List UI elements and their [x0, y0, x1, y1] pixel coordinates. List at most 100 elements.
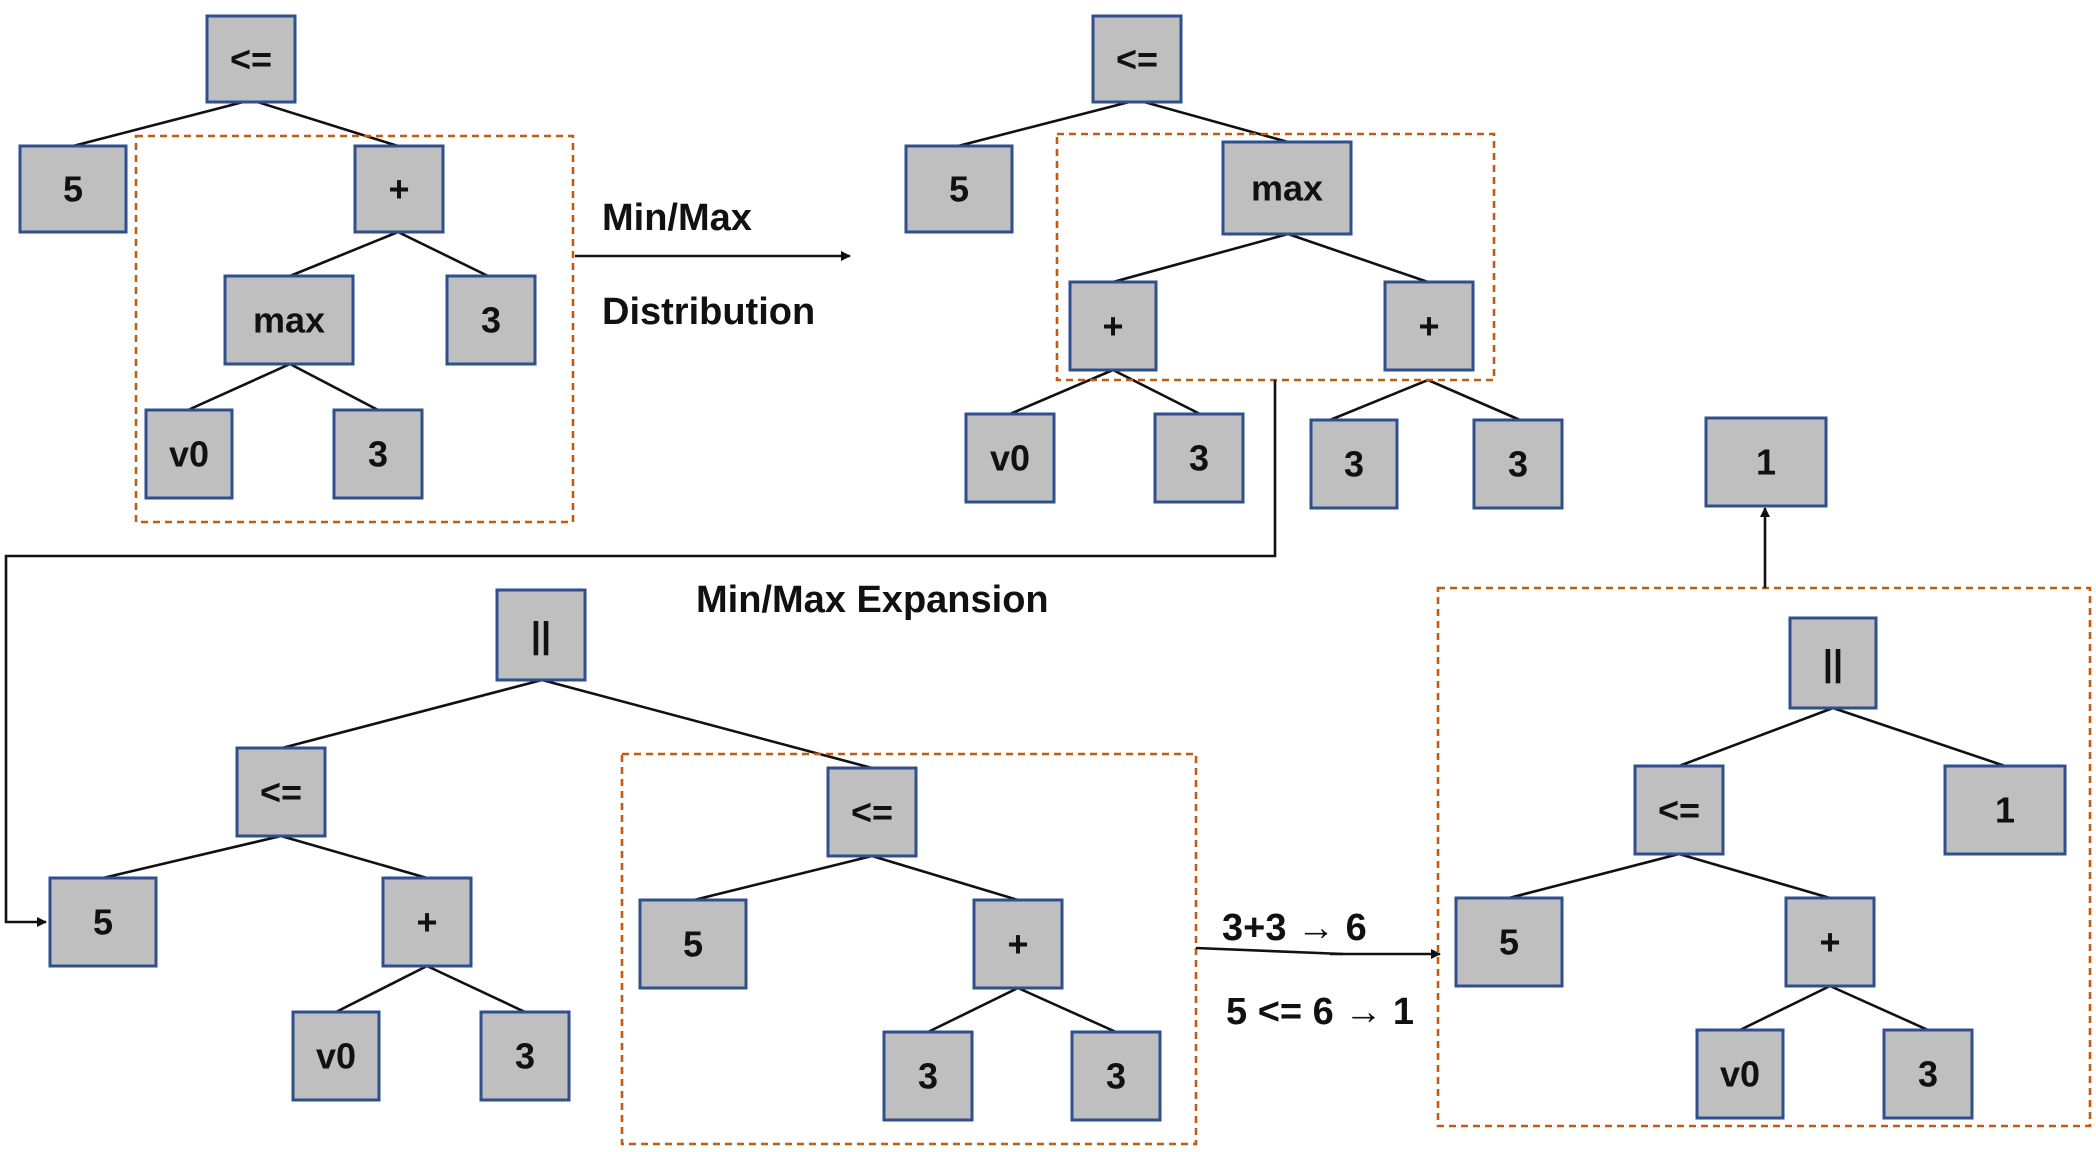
- tree-3: || <= 5 + v0 3 <= 5: [48, 588, 1198, 1146]
- node-le: <=: [826, 766, 918, 858]
- step-label-line2: 5 <= 6 → 1: [1226, 991, 1414, 1033]
- highlight-box: [134, 134, 575, 524]
- node-5: 5: [904, 144, 1014, 234]
- node-result: 1: [1704, 416, 1828, 508]
- step-label-line1: 3+3 → 6: [1222, 907, 1367, 949]
- node-plus: +: [972, 898, 1064, 990]
- node-3: 3: [445, 274, 537, 366]
- edge: [1136, 98, 1289, 144]
- edge: [335, 964, 428, 1014]
- svg-text:3: 3: [1189, 438, 1209, 479]
- svg-text:5: 5: [683, 924, 703, 965]
- node-plus: +: [353, 144, 445, 234]
- svg-text:3: 3: [1344, 444, 1364, 485]
- tree-1: <= 5 + max 3 v0 3: [18, 14, 575, 524]
- node-plus: +: [1383, 280, 1475, 372]
- edge: [289, 230, 399, 278]
- node-plus: +: [1068, 280, 1158, 372]
- node-3: 3: [1070, 1030, 1162, 1122]
- node-5: 5: [1454, 896, 1564, 988]
- node-le: <=: [235, 746, 327, 838]
- node-3: 3: [479, 1010, 571, 1102]
- edge: [957, 98, 1138, 148]
- edge: [1829, 984, 1929, 1032]
- edge: [102, 834, 282, 880]
- node-le: <=: [1633, 764, 1725, 856]
- edge: [1508, 852, 1680, 900]
- svg-text:+: +: [388, 169, 409, 210]
- node-5: 5: [638, 898, 748, 990]
- node-v0: v0: [1695, 1028, 1785, 1120]
- edge: [1112, 368, 1201, 416]
- svg-text:<=: <=: [1116, 39, 1158, 80]
- tree-2: <= 5 max + + v0 3 3: [904, 14, 1564, 510]
- edge: [397, 230, 489, 278]
- edge: [927, 986, 1019, 1034]
- svg-text:+: +: [1007, 924, 1028, 965]
- edge: [1427, 378, 1521, 422]
- svg-text:v0: v0: [990, 438, 1030, 479]
- edge: [1678, 852, 1831, 900]
- edge: [871, 854, 1019, 902]
- node-3: 3: [1472, 418, 1564, 510]
- svg-text:v0: v0: [1720, 1054, 1760, 1095]
- svg-text:<=: <=: [851, 792, 893, 833]
- step-arrow: [1195, 946, 1344, 956]
- svg-text:1: 1: [1995, 790, 2015, 831]
- node-5: 5: [18, 144, 128, 234]
- edge: [187, 362, 291, 412]
- node-3: 3: [332, 408, 424, 500]
- edge: [1678, 706, 1834, 768]
- edge: [1739, 984, 1831, 1032]
- node-le: <=: [205, 14, 297, 104]
- svg-text:3: 3: [1918, 1054, 1938, 1095]
- node-v0: v0: [291, 1010, 381, 1102]
- svg-text:+: +: [1418, 306, 1439, 347]
- edge: [1112, 232, 1289, 284]
- node-or: ||: [495, 588, 587, 682]
- svg-text:5: 5: [1499, 922, 1519, 963]
- svg-text:3: 3: [368, 434, 388, 475]
- edge: [1329, 378, 1429, 422]
- node-1: 1: [1943, 764, 2067, 856]
- edge: [72, 98, 252, 148]
- svg-text:5: 5: [949, 169, 969, 210]
- svg-text:v0: v0: [169, 434, 209, 475]
- node-3: 3: [882, 1030, 974, 1122]
- node-v0: v0: [144, 408, 234, 500]
- svg-text:max: max: [253, 300, 325, 341]
- node-3: 3: [1153, 412, 1245, 504]
- node-max: max: [1221, 140, 1353, 236]
- svg-text:3: 3: [515, 1036, 535, 1077]
- svg-text:<=: <=: [230, 39, 272, 80]
- expansion-connector: [4, 380, 1277, 927]
- svg-text:1: 1: [1756, 442, 1776, 483]
- edge: [281, 678, 543, 750]
- edge: [1017, 986, 1117, 1034]
- svg-text:max: max: [1251, 168, 1323, 209]
- node-v0: v0: [964, 412, 1056, 504]
- edge: [250, 98, 399, 148]
- edge: [1287, 232, 1429, 284]
- edge: [1009, 368, 1114, 416]
- node-3: 3: [1309, 418, 1399, 510]
- svg-text:<=: <=: [1658, 790, 1700, 831]
- edge: [1832, 706, 2006, 768]
- svg-text:v0: v0: [316, 1036, 356, 1077]
- edge: [426, 964, 526, 1014]
- svg-text:+: +: [1819, 922, 1840, 963]
- svg-text:+: +: [1102, 306, 1123, 347]
- tree-4: || <= 1 5 + v0 3: [1436, 586, 2092, 1128]
- node-or: ||: [1788, 616, 1878, 710]
- svg-text:5: 5: [93, 902, 113, 943]
- edge: [280, 834, 428, 880]
- edge: [693, 854, 873, 902]
- step-label-line2: Distribution: [602, 291, 815, 333]
- svg-text:||: ||: [1823, 643, 1843, 685]
- node-plus: +: [381, 876, 473, 968]
- node-5: 5: [48, 876, 158, 968]
- node-max: max: [223, 274, 355, 366]
- edge: [289, 362, 379, 412]
- node-le: <=: [1091, 14, 1183, 104]
